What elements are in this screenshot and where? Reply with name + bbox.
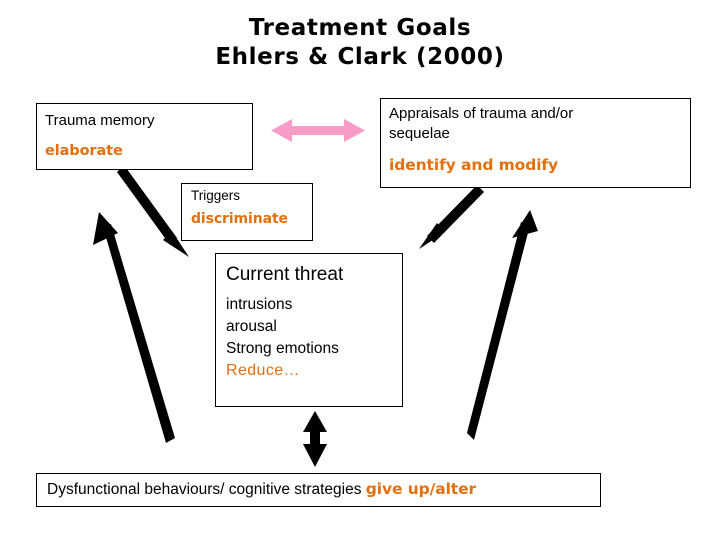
triggers-label: Triggers <box>191 188 241 203</box>
box-dysfunctional-behaviours[interactable]: Dysfunctional behaviours/ cognitive stra… <box>36 473 601 507</box>
threat-dysfunctional-double-arrow <box>303 411 327 467</box>
trauma-appraisals-double-arrow <box>271 119 365 142</box>
page-title: Treatment Goals Ehlers & Clark (2000) <box>0 14 720 73</box>
triggers-goal: discriminate <box>191 211 288 227</box>
current-threat-item-1: intrusions <box>226 296 293 313</box>
dysfunctional-to-trauma-arrow <box>93 212 175 443</box>
current-threat-heading: Current threat <box>226 264 344 285</box>
appraisals-goal: identify and modify <box>389 156 559 174</box>
current-threat-goal: Reduce… <box>226 362 300 379</box>
trauma-memory-goal: elaborate <box>45 143 123 159</box>
dysfunctional-label: Dysfunctional behaviours/ cognitive stra… <box>47 481 362 498</box>
trauma-memory-label: Trauma memory <box>45 112 155 129</box>
current-threat-item-3: Strong emotions <box>226 340 339 357</box>
box-appraisals[interactable]: Appraisals of trauma and/or sequelae ide… <box>380 98 691 188</box>
title-line-2: Ehlers & Clark (2000) <box>215 44 505 71</box>
box-trauma-memory[interactable]: Trauma memory elaborate <box>36 103 253 170</box>
appraisals-label-line-1: Appraisals of trauma and/or <box>389 105 574 122</box>
current-threat-item-2: arousal <box>226 318 277 335</box>
appraisals-label-line-2: sequelae <box>389 125 450 142</box>
appraisals-to-threat-arrow <box>419 185 484 249</box>
dysfunctional-row: Dysfunctional behaviours/ cognitive stra… <box>47 480 476 501</box>
trauma-to-triggers-arrow <box>117 165 189 257</box>
box-current-threat[interactable]: Current threat intrusions arousal Strong… <box>215 253 403 407</box>
dysfunctional-to-appraisals-arrow <box>467 210 538 440</box>
title-line-1: Treatment Goals <box>248 15 472 41</box>
box-triggers[interactable]: Triggers discriminate <box>181 183 313 241</box>
dysfunctional-goal: give up/alter <box>365 480 477 498</box>
